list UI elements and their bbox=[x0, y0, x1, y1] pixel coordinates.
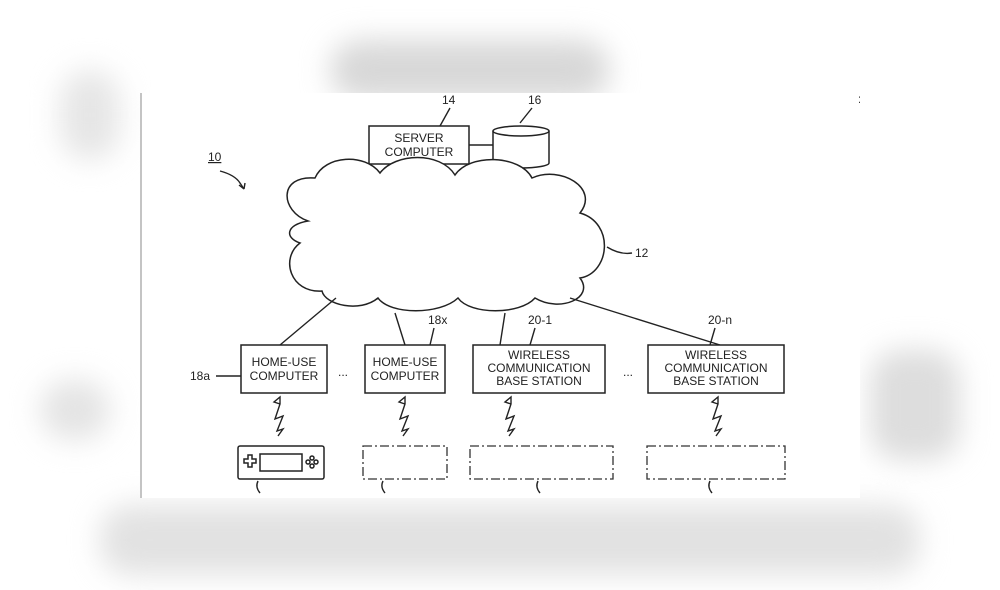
blurred-right-side bbox=[870, 350, 960, 460]
terminal-leader bbox=[536, 480, 541, 494]
home-computer-a-box bbox=[240, 344, 328, 394]
ref-base-n-leader bbox=[709, 327, 716, 346]
terminal-leader bbox=[381, 480, 386, 494]
wireless-signal-icon bbox=[397, 395, 410, 437]
server-label-line1: SERVER bbox=[394, 131, 443, 145]
database-cylinder bbox=[492, 125, 550, 169]
ref-system-arrowhead bbox=[238, 182, 246, 190]
ellipsis-base: ... bbox=[623, 365, 633, 379]
ref-db-leader bbox=[519, 107, 533, 124]
terminal-leader bbox=[708, 480, 713, 494]
patent-figure-sheet: : 10 14 SERVER COMPUTER 16 12 18a HOME-U… bbox=[140, 92, 861, 498]
ref-home-x-label: 18x bbox=[428, 313, 447, 327]
base-station-n-box bbox=[647, 344, 785, 394]
ref-home-a-label: 18a bbox=[190, 369, 210, 383]
corner-mark: : bbox=[858, 93, 860, 106]
ref-base-n-label: 20-n bbox=[708, 313, 732, 327]
home-x-label-line2: COMPUTER bbox=[371, 369, 440, 383]
ref-base-1-leader bbox=[529, 327, 536, 346]
network-base-1-link bbox=[499, 312, 506, 346]
base-1-label-line2: COMMUNICATION bbox=[487, 361, 590, 375]
wireless-signal-icon bbox=[710, 395, 723, 437]
home-x-label-line1: HOME-USE bbox=[373, 355, 438, 369]
home-computer-x-box bbox=[364, 344, 446, 394]
network-cloud bbox=[286, 156, 606, 312]
ref-base-1-label: 20-1 bbox=[528, 313, 552, 327]
server-label-line2: COMPUTER bbox=[385, 145, 454, 159]
base-n-label-line1: WIRELESS bbox=[685, 348, 747, 362]
home-a-label-line1: HOME-USE bbox=[252, 355, 317, 369]
wireless-signal-icon bbox=[503, 395, 516, 437]
game-terminal-device bbox=[237, 445, 325, 480]
ref-server-label: 14 bbox=[442, 93, 456, 107]
terminal-leader bbox=[256, 480, 261, 494]
ref-network-label: 12 bbox=[635, 246, 649, 260]
terminal-placeholder-base-1 bbox=[469, 445, 614, 480]
ref-system-label: 10 bbox=[208, 150, 222, 164]
base-1-label-line3: BASE STATION bbox=[496, 374, 582, 388]
network-diagram: : 10 14 SERVER COMPUTER 16 12 18a HOME-U… bbox=[140, 92, 861, 498]
blurred-footer bbox=[100, 505, 920, 575]
wireless-signal-icon bbox=[272, 395, 285, 437]
blurred-left-side bbox=[40, 380, 110, 440]
ref-network-leader bbox=[606, 246, 633, 255]
base-station-1-box bbox=[472, 344, 606, 394]
ref-home-x-leader bbox=[429, 327, 435, 346]
terminal-placeholder-base-n bbox=[646, 445, 786, 480]
ref-db-label: 16 bbox=[528, 93, 542, 107]
terminal-placeholder-x bbox=[362, 445, 448, 480]
network-base-n-link bbox=[569, 297, 721, 346]
ellipsis-home: ... bbox=[338, 365, 348, 379]
blurred-header bbox=[330, 40, 610, 100]
ref-server-leader bbox=[439, 107, 451, 127]
base-n-label-line3: BASE STATION bbox=[673, 374, 759, 388]
blurred-left-margin bbox=[60, 70, 120, 160]
ref-system-leader bbox=[219, 170, 245, 190]
network-home-x-link bbox=[394, 312, 406, 346]
home-a-label-line2: COMPUTER bbox=[250, 369, 319, 383]
base-1-label-line1: WIRELESS bbox=[508, 348, 570, 362]
network-home-a-link bbox=[279, 297, 337, 346]
base-n-label-line2: COMMUNICATION bbox=[664, 361, 767, 375]
